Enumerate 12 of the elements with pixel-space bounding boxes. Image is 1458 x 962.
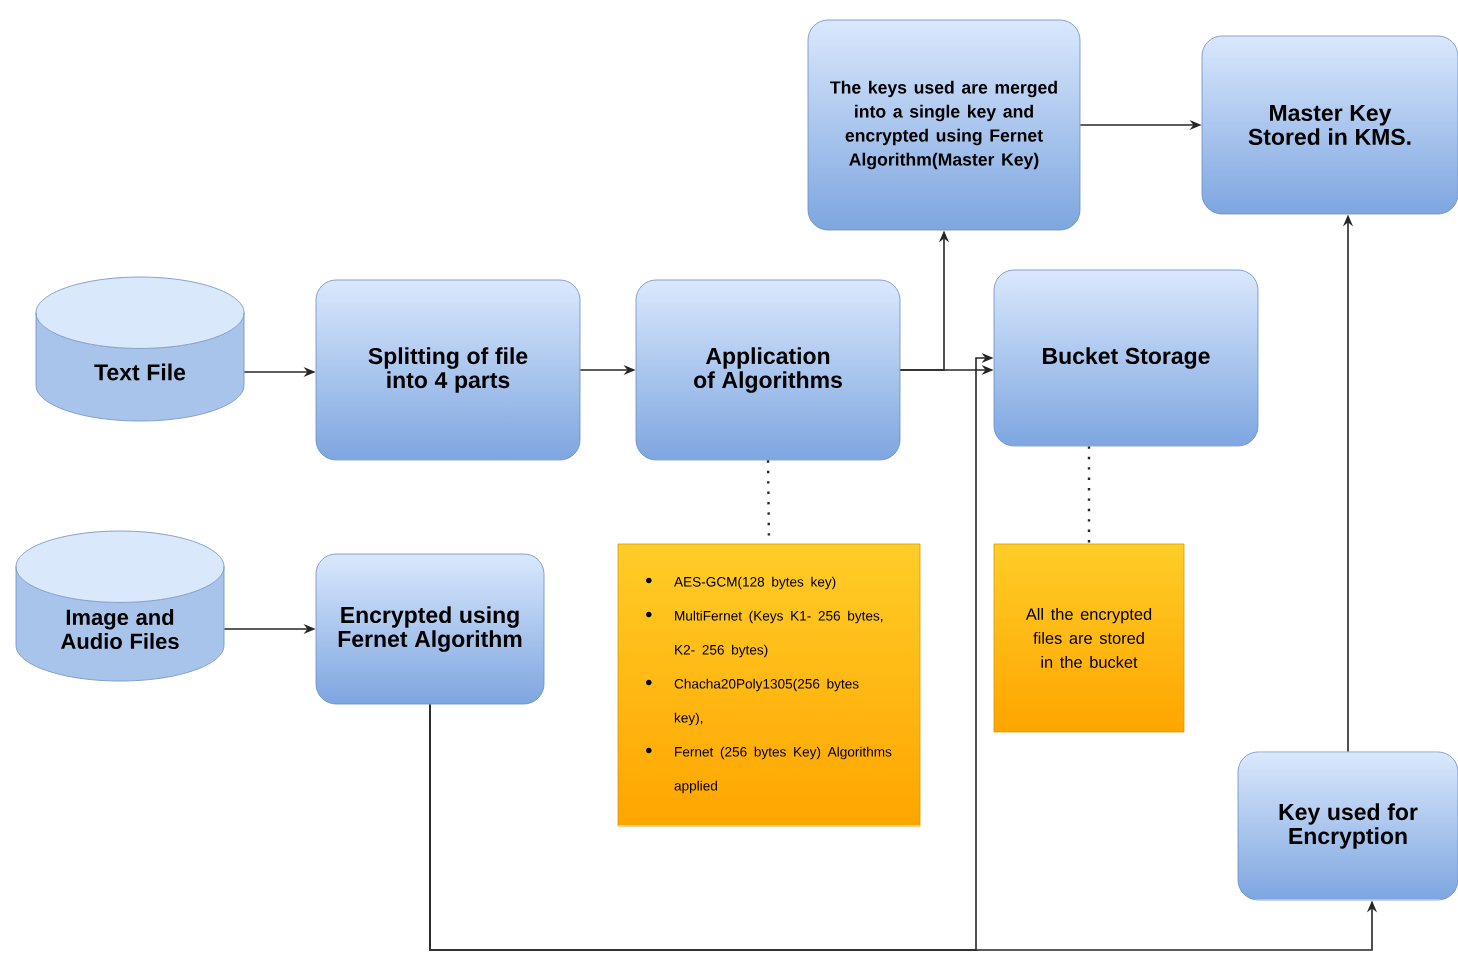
database-cylinder: Text File bbox=[35, 276, 245, 422]
note-box bbox=[617, 543, 921, 827]
process-box: Encrypted using Fernet Algorithm bbox=[315, 553, 545, 705]
database-cylinder: Image and Audio Files bbox=[15, 530, 225, 682]
process-box: Master Key Stored in KMS. bbox=[1201, 35, 1458, 215]
note-box: All the encrypted files are stored in the bucket bbox=[993, 543, 1185, 733]
process-box: Bucket Storage bbox=[993, 269, 1259, 447]
process-box: The keys used are merged into a single key and encrypted using Fernet Algorithm(Master Key) bbox=[807, 19, 1081, 231]
dotted-connector bbox=[1087, 446, 1091, 544]
process-box: Splitting of file into 4 parts bbox=[315, 279, 581, 461]
process-box: Key used for Encryption bbox=[1237, 751, 1458, 901]
process-box: Application of Algorithms bbox=[635, 279, 901, 461]
